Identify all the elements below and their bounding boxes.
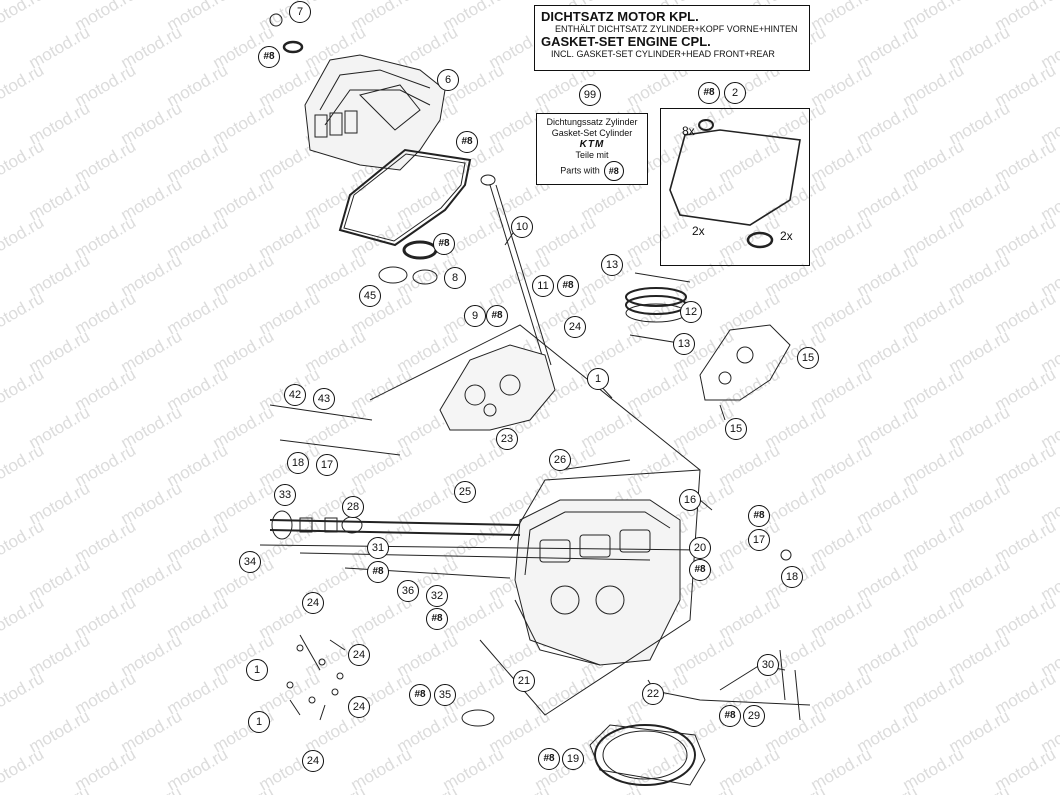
callout-34[interactable]: 34 (239, 551, 261, 573)
valve-cover (304, 54, 446, 171)
callout-19[interactable]: 19 (562, 748, 584, 770)
callout-18-right[interactable]: 18 (781, 566, 803, 588)
title-line-1: DICHTSATZ MOTOR KPL. (541, 9, 699, 24)
title-line-2: ENTHÄLT DICHTSATZ ZYLINDER+KOPF VORNE+HI… (555, 24, 798, 34)
callout-10[interactable]: 10 (511, 216, 533, 238)
callout-23[interactable]: 23 (496, 428, 518, 450)
callout-ref-8-m[interactable]: #8 (719, 705, 741, 727)
callout-42[interactable]: 42 (284, 384, 306, 406)
callout-13-top[interactable]: 13 (601, 254, 623, 276)
callout-11[interactable]: 11 (532, 275, 554, 297)
callout-31[interactable]: 31 (367, 537, 389, 559)
callout-ref-8-l[interactable]: #8 (409, 684, 431, 706)
callout-2[interactable]: 2 (724, 82, 746, 104)
callout-99[interactable]: 99 (579, 84, 601, 106)
callout-35[interactable]: 35 (434, 684, 456, 706)
gasket-set-frame (660, 108, 810, 266)
callout-16[interactable]: 16 (679, 489, 701, 511)
ktm-logo: KTM (579, 139, 605, 150)
callout-ref-8-f[interactable]: #8 (557, 275, 579, 297)
callout-24-left-low[interactable]: 24 (348, 696, 370, 718)
callout-ref-8-b[interactable]: #8 (456, 131, 478, 153)
callout-33[interactable]: 33 (274, 484, 296, 506)
callout-20[interactable]: 20 (689, 537, 711, 559)
kit-line-4: Parts with#8 (537, 161, 647, 181)
callout-28[interactable]: 28 (342, 496, 364, 518)
callout-24-bottom[interactable]: 24 (302, 750, 324, 772)
callout-24-upper[interactable]: 24 (564, 316, 586, 338)
callout-24-left-mid[interactable]: 24 (348, 644, 370, 666)
callout-ref-8-i[interactable]: #8 (689, 559, 711, 581)
callout-ref-8-g[interactable]: #8 (486, 305, 508, 327)
callout-17-right[interactable]: 17 (748, 529, 770, 551)
callout-24-left-top[interactable]: 24 (302, 592, 324, 614)
callout-15-upper[interactable]: 15 (797, 347, 819, 369)
callout-18-left[interactable]: 18 (287, 452, 309, 474)
callout-ref-8-c[interactable]: #8 (698, 82, 720, 104)
qty-label-8x: 8x (682, 124, 695, 138)
title-line-3: GASKET-SET ENGINE CPL. (541, 34, 711, 49)
callout-12[interactable]: 12 (680, 301, 702, 323)
callout-17-left[interactable]: 17 (316, 454, 338, 476)
callout-8[interactable]: 8 (444, 267, 466, 289)
callout-ref-8-k[interactable]: #8 (426, 608, 448, 630)
kit-line-2: Gasket-Set Cylinder (551, 128, 633, 138)
callout-ref-8-j[interactable]: #8 (367, 561, 389, 583)
callout-29[interactable]: 29 (743, 705, 765, 727)
callout-ref-8-n[interactable]: #8 (538, 748, 560, 770)
callout-13-bottom[interactable]: 13 (673, 333, 695, 355)
callout-25[interactable]: 25 (454, 481, 476, 503)
callout-ref-8-d[interactable]: #8 (433, 233, 455, 255)
callout-22[interactable]: 22 (642, 683, 664, 705)
kit-line-1: Dichtungssatz Zylinder (546, 117, 638, 127)
callout-30[interactable]: 30 (757, 654, 779, 676)
callout-ref-8-h[interactable]: #8 (748, 505, 770, 527)
callout-32[interactable]: 32 (426, 585, 448, 607)
callout-9[interactable]: 9 (464, 305, 486, 327)
callout-1-left-mid[interactable]: 1 (246, 659, 268, 681)
callout-26[interactable]: 26 (549, 449, 571, 471)
gasket-set-title-box: DICHTSATZ MOTOR KPL. ENTHÄLT DICHTSATZ Z… (534, 5, 810, 71)
qty-label-2x-oring: 2x (780, 229, 793, 243)
callout-43[interactable]: 43 (313, 388, 335, 410)
callout-36[interactable]: 36 (397, 580, 419, 602)
kit-line-3: Teile mit (575, 150, 609, 160)
cylinder-gasket-kit-box: Dichtungssatz Zylinder Gasket-Set Cylind… (536, 113, 648, 185)
callout-21[interactable]: 21 (513, 670, 535, 692)
callout-7[interactable]: 7 (289, 1, 311, 23)
valve-cover-gasket (338, 148, 472, 247)
cylinder-head (514, 499, 681, 666)
callout-45[interactable]: 45 (359, 285, 381, 307)
qty-label-2x-gasket: 2x (692, 224, 705, 238)
callout-6[interactable]: 6 (437, 69, 459, 91)
callout-1-left-low[interactable]: 1 (248, 711, 270, 733)
title-line-4: INCL. GASKET-SET CYLINDER+HEAD FRONT+REA… (551, 49, 775, 59)
callout-ref-8-a[interactable]: #8 (258, 46, 280, 68)
kit-ref-callout: #8 (603, 161, 624, 181)
callout-15-lower[interactable]: 15 (725, 418, 747, 440)
kit-line-4-text: Parts with (560, 165, 600, 176)
callout-1-upper[interactable]: 1 (587, 368, 609, 390)
